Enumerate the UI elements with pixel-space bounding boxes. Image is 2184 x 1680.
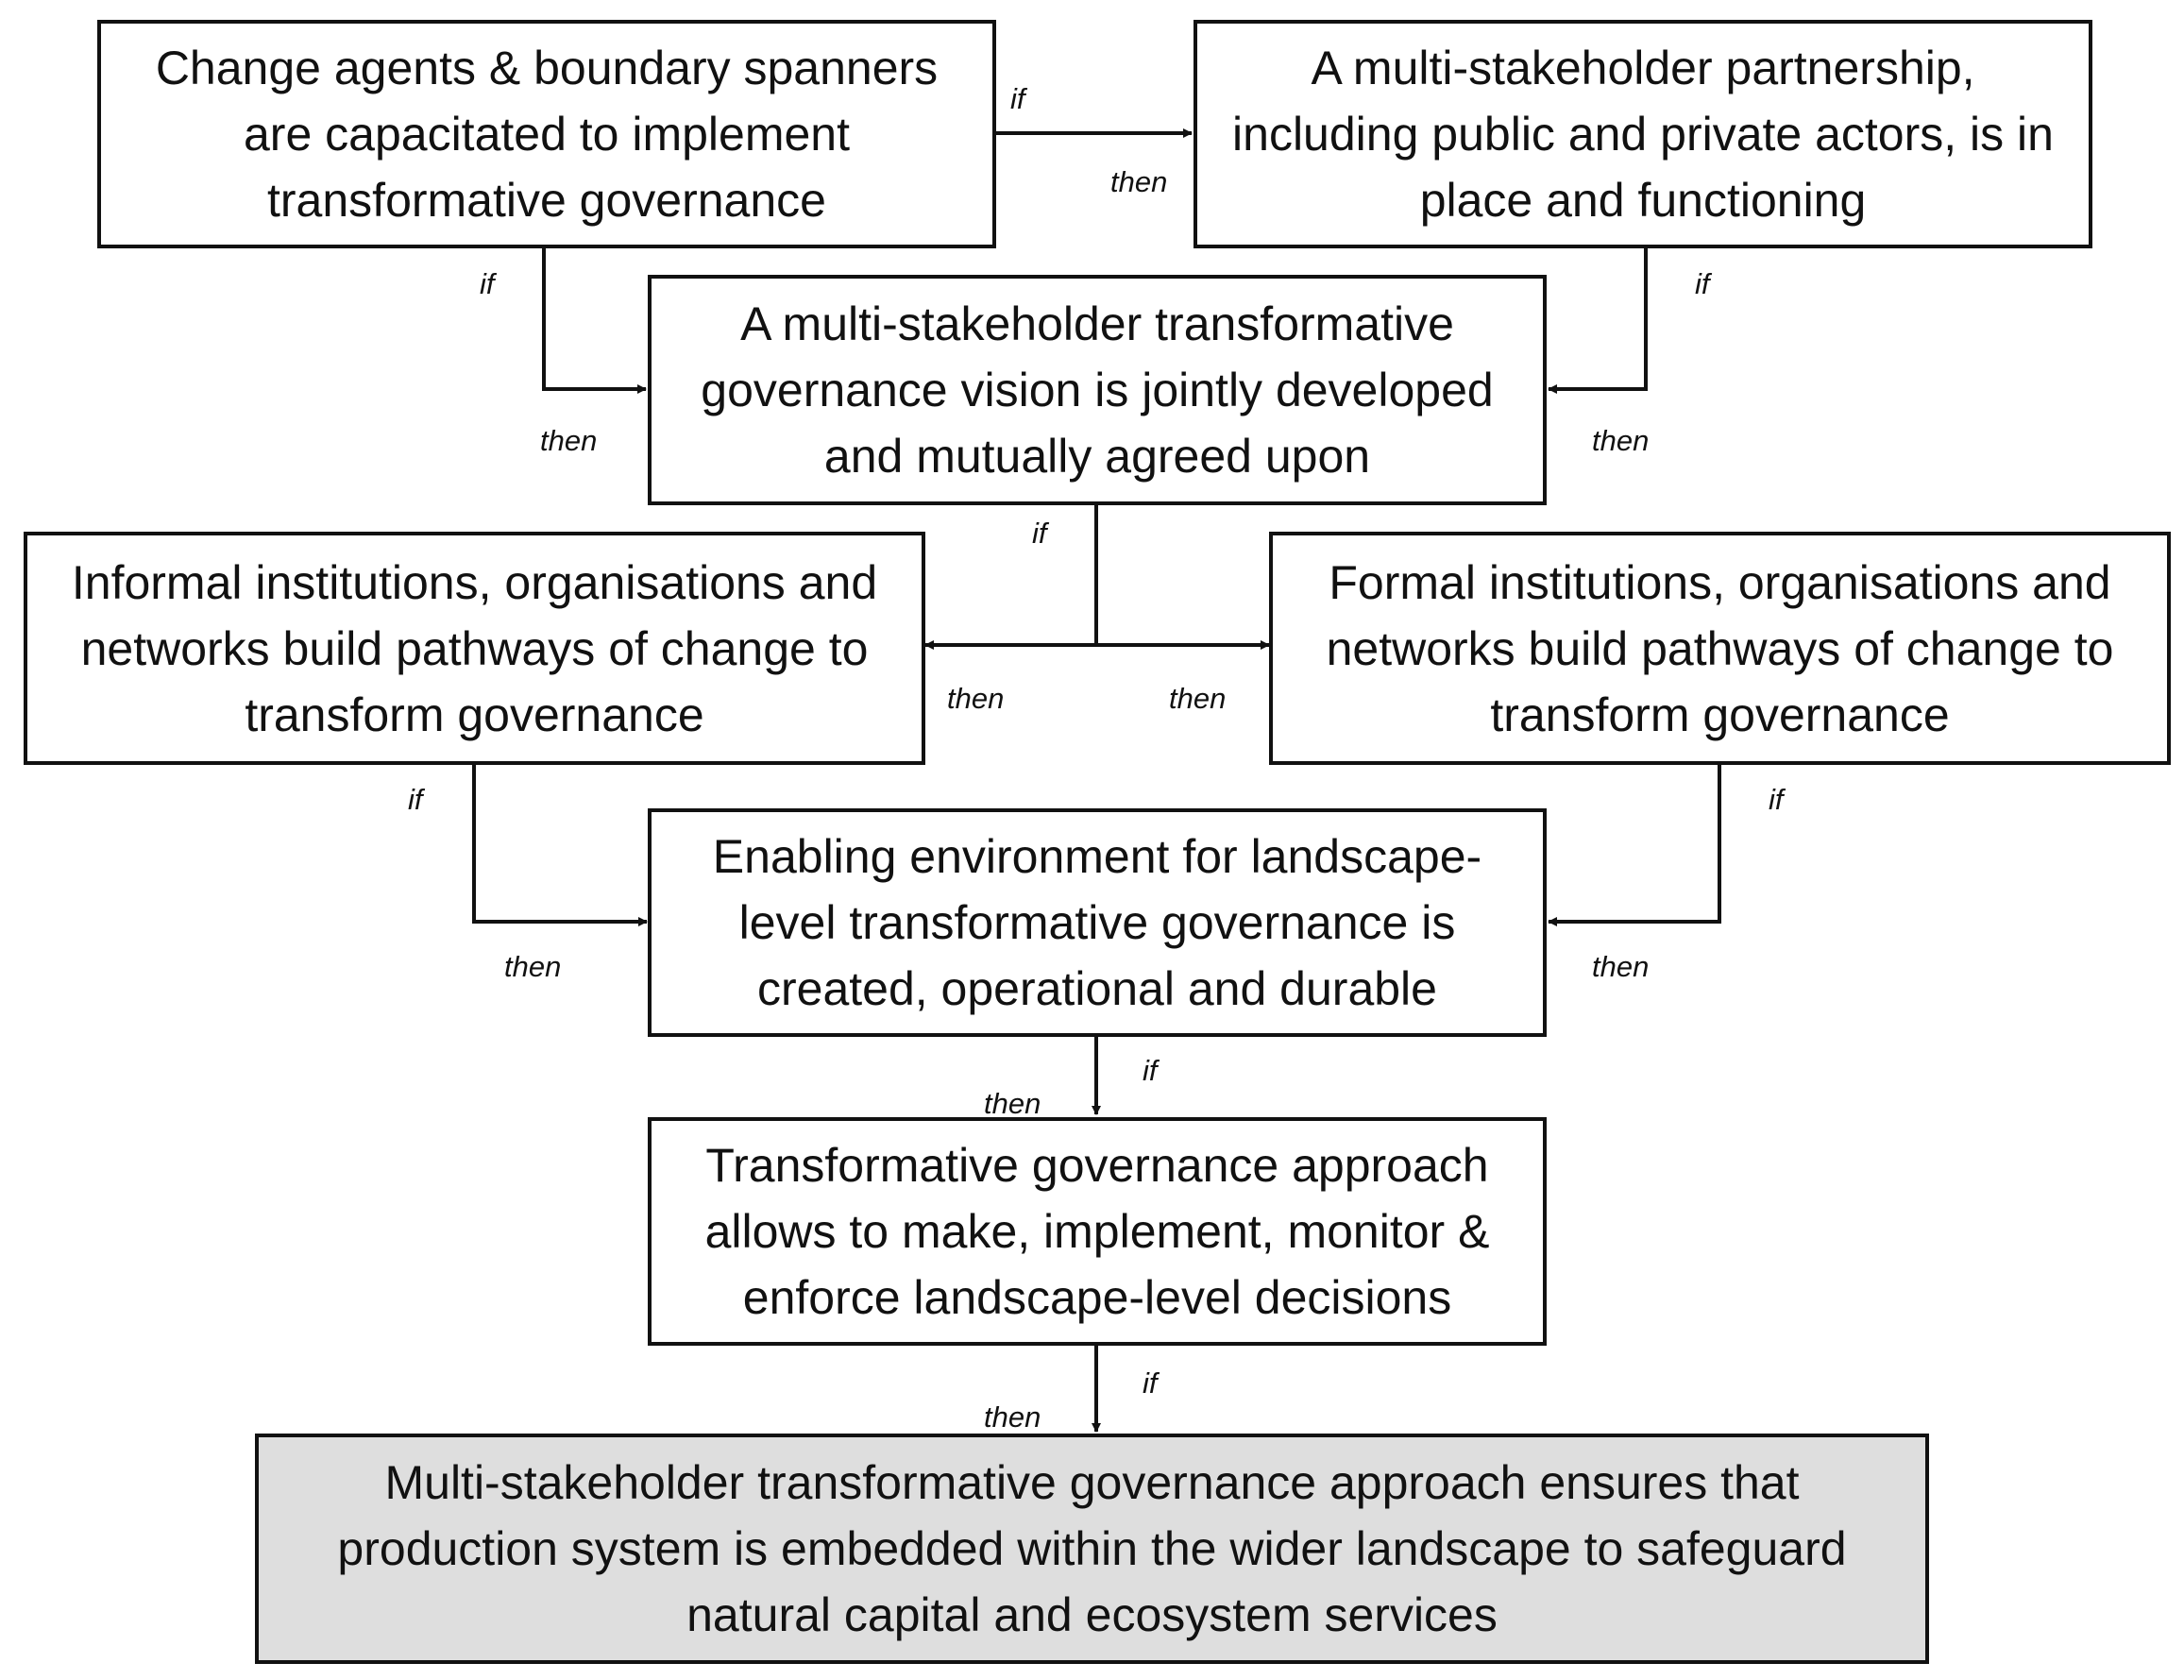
label-if-b7-b8: if: [1143, 1366, 1158, 1400]
box-partnership: A multi-stakeholder partnership, includi…: [1194, 20, 2092, 248]
arrow-b5-to-b6: [1548, 765, 1721, 926]
box-governance-approach-text: Transformative governance approach allow…: [704, 1139, 1490, 1324]
arrow-b2-to-b3: [1548, 246, 1648, 394]
box-informal-institutions: Informal institutions, organisations and…: [24, 532, 925, 765]
arrow-b1-to-b3: [542, 246, 647, 394]
label-then-b1-b3: then: [540, 424, 598, 457]
label-if-b3: if: [1032, 517, 1047, 550]
box-enabling-environment-text: Enabling environment for landscape-level…: [712, 830, 1482, 1015]
label-if-b1-b2: if: [1010, 82, 1025, 115]
label-if-b6-b7: if: [1143, 1054, 1158, 1087]
label-if-b4-b6: if: [408, 783, 423, 816]
box-partnership-text: A multi-stakeholder partnership, includi…: [1232, 42, 2054, 227]
box-governance-approach: Transformative governance approach allow…: [648, 1117, 1547, 1346]
box-vision: A multi-stakeholder transformative gover…: [648, 275, 1547, 505]
box-goal-text: Multi-stakeholder transformative governa…: [337, 1456, 1847, 1641]
label-then-b7-b8: then: [984, 1400, 1041, 1434]
label-then-b4-b6: then: [504, 950, 562, 983]
label-then-b1-b2: then: [1110, 165, 1168, 198]
box-change-agents-text: Change agents & boundary spanners are ca…: [155, 42, 939, 227]
label-then-b3-b5: then: [1169, 682, 1227, 715]
label-then-b2-b3: then: [1592, 424, 1650, 457]
box-informal-institutions-text: Informal institutions, organisations and…: [71, 555, 878, 741]
label-if-b5-b6: if: [1769, 783, 1784, 816]
label-then-b3-b4: then: [947, 682, 1005, 715]
box-enabling-environment: Enabling environment for landscape-level…: [648, 808, 1547, 1037]
box-formal-institutions: Formal institutions, organisations and n…: [1269, 532, 2171, 765]
box-change-agents: Change agents & boundary spanners are ca…: [97, 20, 996, 248]
label-then-b6-b7: then: [984, 1087, 1041, 1120]
box-goal: Multi-stakeholder transformative governa…: [255, 1434, 1929, 1664]
box-formal-institutions-text: Formal institutions, organisations and n…: [1326, 555, 2114, 741]
box-vision-text: A multi-stakeholder transformative gover…: [701, 297, 1494, 483]
label-if-b2-b3: if: [1695, 267, 1710, 300]
label-if-b1-b3: if: [480, 267, 495, 300]
arrow-b4-to-b6: [472, 765, 648, 926]
label-then-b5-b6: then: [1592, 950, 1650, 983]
